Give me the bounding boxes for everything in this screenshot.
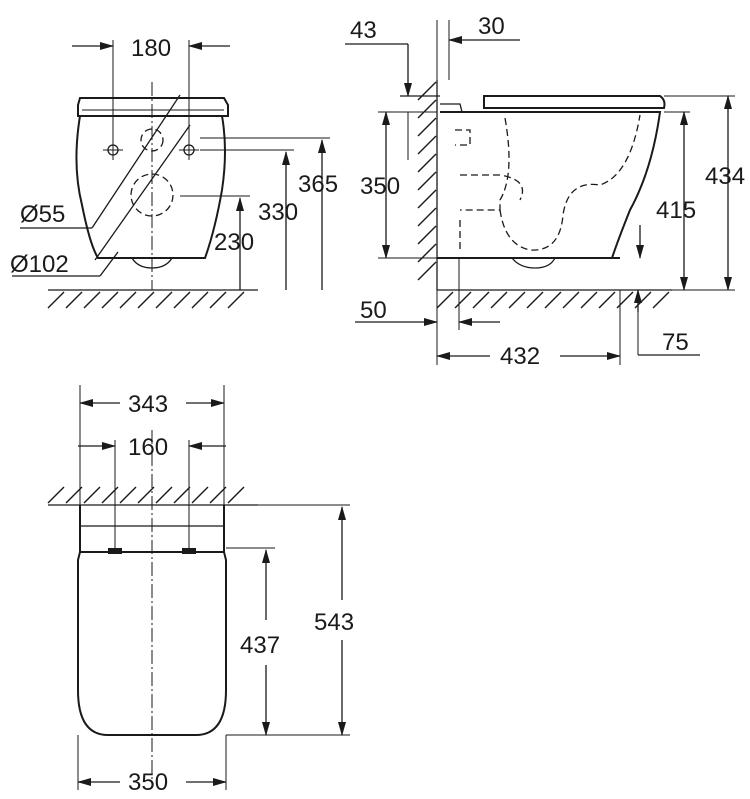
wall-hatch [417,81,437,281]
dim-top-160: 160 [128,434,168,461]
dim-top-350: 350 [128,769,168,796]
dim-side-350: 350 [360,173,400,200]
dim-side-432: 432 [500,343,540,370]
floor-hatch-front [47,291,245,309]
dim-side-415: 415 [656,197,696,224]
dim-top-343: 343 [128,391,168,418]
dim-side-30: 30 [478,13,505,40]
dim-top-543: 543 [314,609,354,636]
dim-front-height-330: 330 [258,199,298,226]
dim-front-height-365: 365 [298,171,338,198]
dim-side-43: 43 [350,17,377,44]
dim-front-height-230: 230 [214,229,254,256]
side-view: 43 30 350 415 434 50 432 75 [345,13,745,370]
floor-hatch-side [436,291,670,309]
dim-side-434: 434 [705,163,745,190]
dim-diameter-55: Ø55 [20,201,65,228]
dim-front-width: 180 [131,35,171,62]
wall-hatch-top [47,486,245,504]
dim-diameter-102: Ø102 [10,251,69,278]
top-view: 343 160 437 543 350 [47,385,354,796]
dim-top-437: 437 [240,632,280,659]
dim-side-75: 75 [662,329,689,356]
dim-side-50: 50 [360,297,387,324]
front-view: 180 365 330 230 Ø55 Ø102 [10,35,338,309]
